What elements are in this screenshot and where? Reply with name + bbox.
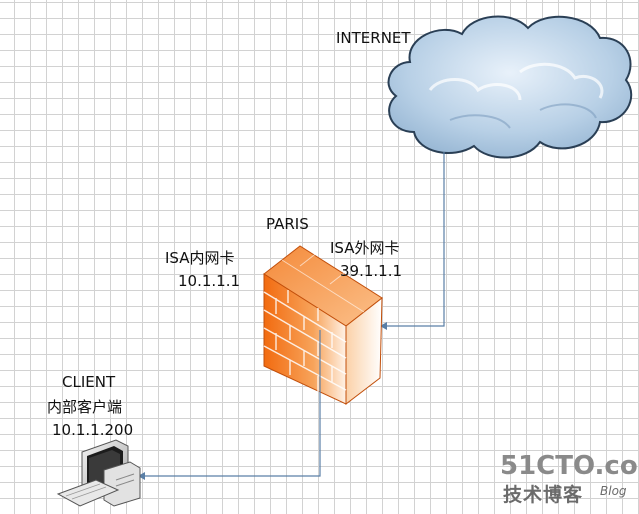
watermark-logo-text: 51CTO.com: [500, 451, 639, 481]
client-description: 内部客户端: [47, 398, 123, 416]
internal-nic-ip: 10.1.1.1: [178, 272, 241, 290]
client-label: CLIENT: [62, 373, 116, 391]
internet-label: INTERNET: [336, 29, 411, 47]
watermark-subtitle: 技术博客: [503, 484, 584, 506]
firewall: [263, 245, 383, 406]
client-ip: 10.1.1.200: [52, 421, 134, 439]
internal-nic-label: ISA内网卡: [165, 249, 235, 267]
internet-cloud: [387, 15, 633, 159]
firewall-name-label: PARIS: [266, 215, 309, 233]
internet-link-arrow: [380, 322, 387, 330]
client-computer-icon: [56, 439, 141, 507]
external-nic-label: ISA外网卡: [330, 239, 400, 257]
external-nic-ip: 39.1.1.1: [340, 262, 403, 280]
watermark-logo: 51CTO.com: [500, 451, 639, 481]
client-link-arrow: [138, 472, 145, 480]
watermark-blog: Blog: [600, 484, 627, 498]
client-link: [142, 330, 321, 477]
internet-link: [384, 152, 445, 327]
